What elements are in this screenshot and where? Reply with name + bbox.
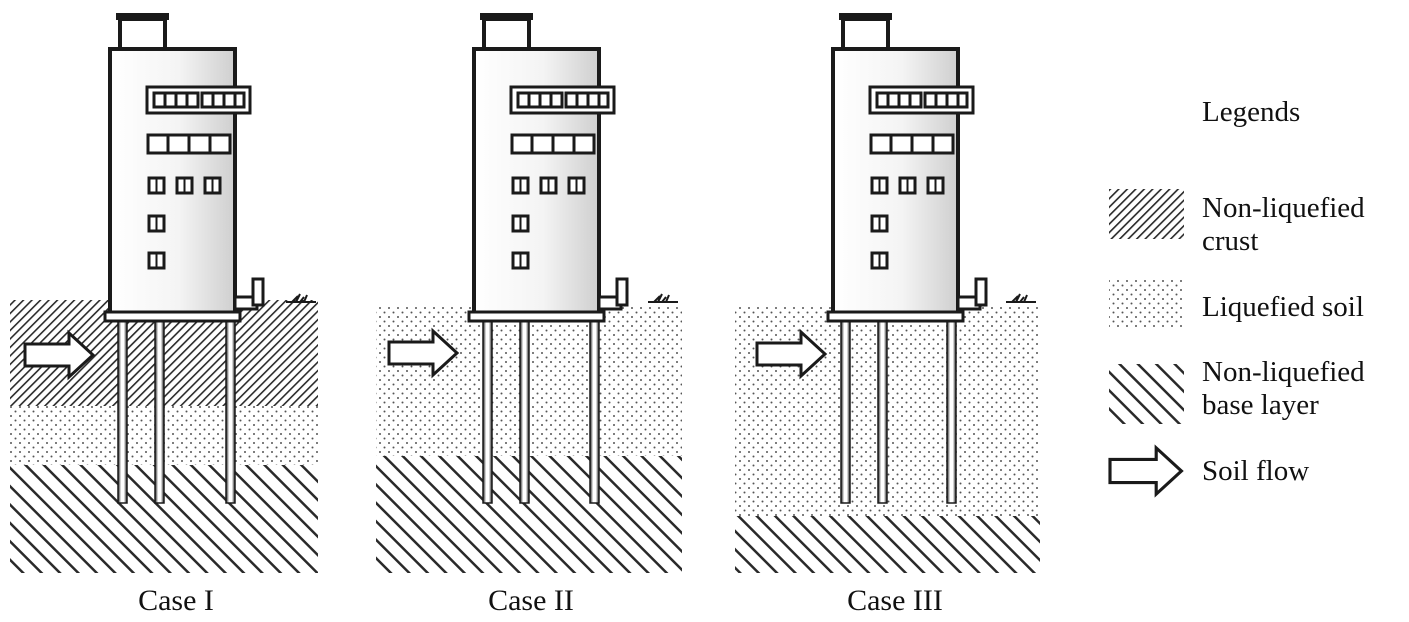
case-2-caption: Case II: [488, 584, 574, 617]
legend-label: Non-liquefied: [1202, 356, 1365, 388]
case-2-panel: [376, 11, 682, 573]
legend-swatch-crust: [1109, 189, 1184, 239]
legend-label: crust: [1202, 225, 1259, 257]
legend-item-soil-flow: Soil flow: [1202, 455, 1309, 488]
legend-item-liquefied: Liquefied soil: [1202, 291, 1364, 324]
case-3-caption: Case III: [847, 584, 943, 617]
building: [103, 11, 265, 323]
legend-label: Liquefied soil: [1202, 291, 1364, 323]
legend-label: base layer: [1202, 389, 1319, 421]
case-1-panel: [10, 11, 318, 573]
building: [467, 11, 629, 323]
building: [826, 11, 988, 323]
legend-title: Legends: [1202, 96, 1301, 128]
legend-swatch-base: [1109, 364, 1184, 424]
legend-item-base: Non-liquefied base layer: [1202, 356, 1365, 422]
legend-soil-flow-arrow-icon: [1108, 446, 1183, 496]
grass-tuft-icon: [647, 293, 679, 303]
case-1-caption: Case I: [138, 584, 214, 617]
base-layer: [735, 516, 1040, 573]
grass-tuft-icon: [1005, 293, 1037, 303]
legend-item-crust: Non-liquefied crust: [1202, 192, 1365, 258]
legend-swatch-liquefied: [1109, 278, 1184, 328]
legend-label: Non-liquefied: [1202, 192, 1365, 224]
legend-label: Soil flow: [1202, 455, 1310, 487]
legend-swatches: [1108, 189, 1184, 496]
case-3-panel: [735, 11, 1040, 573]
